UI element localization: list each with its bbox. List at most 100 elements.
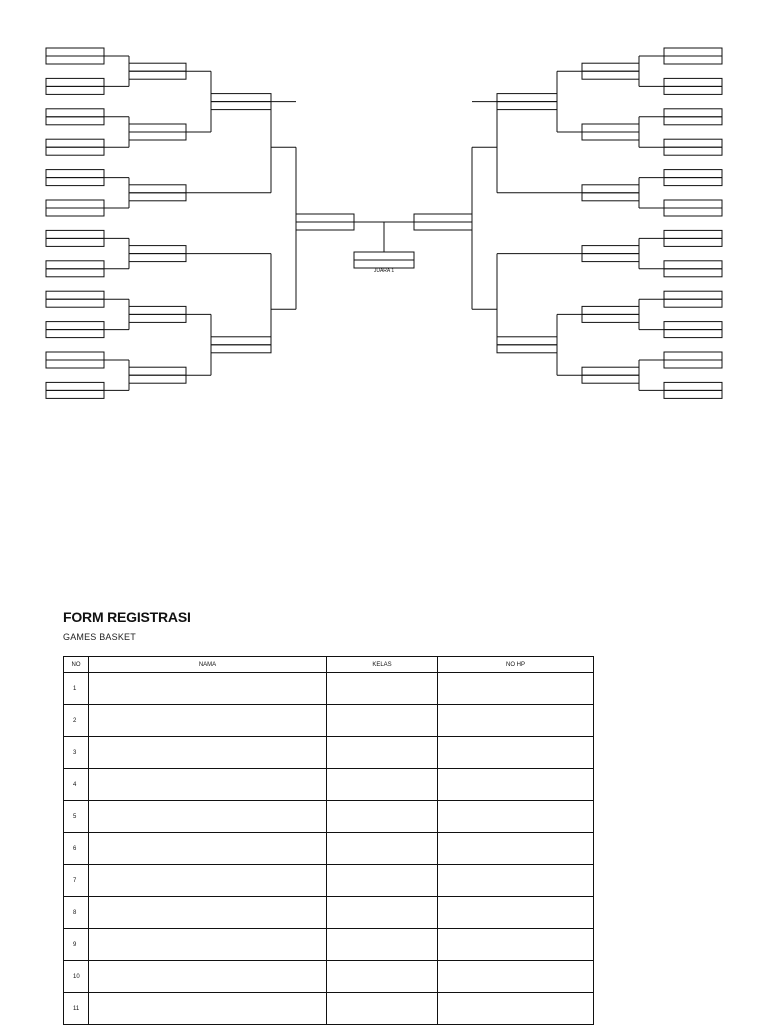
nama-cell[interactable] (88, 672, 327, 705)
no-hp-cell[interactable] (437, 832, 594, 865)
bracket-slot-round-1 (663, 229, 723, 239)
bracket-slot-round-1 (45, 146, 105, 156)
row-number: 1 (63, 672, 89, 705)
bracket-slot-round-1 (663, 321, 723, 331)
kelas-cell[interactable] (326, 704, 438, 737)
bracket-slot-round-2 (581, 123, 640, 133)
bracket-slot-semifinal (295, 213, 355, 223)
no-hp-cell[interactable] (437, 992, 594, 1025)
bracket-slot-round-1 (45, 177, 105, 187)
bracket-slot-round-2 (581, 305, 640, 315)
table-row: 3 (63, 736, 594, 769)
bracket-slot-round-1 (45, 108, 105, 118)
kelas-cell[interactable] (326, 960, 438, 993)
bracket-slot-round-1 (45, 237, 105, 247)
bracket-slot-round-2 (128, 374, 187, 384)
bracket-slot-round-2 (581, 131, 640, 141)
kelas-cell[interactable] (326, 864, 438, 897)
row-number: 4 (63, 768, 89, 801)
bracket-slot-round-1 (663, 237, 723, 247)
nama-cell[interactable] (88, 864, 327, 897)
bracket-slot-round-1 (663, 55, 723, 65)
table-row: 6 (63, 832, 594, 865)
column-header-nama: NAMA (88, 656, 327, 673)
row-number: 6 (63, 832, 89, 865)
table-row: 11 (63, 992, 594, 1025)
kelas-cell[interactable] (326, 992, 438, 1025)
nama-cell[interactable] (88, 992, 327, 1025)
bracket-slot-round-1 (663, 351, 723, 361)
row-number: 7 (63, 864, 89, 897)
bracket-slot-round-1 (45, 298, 105, 308)
table-row: 2 (63, 704, 594, 737)
no-hp-cell[interactable] (437, 736, 594, 769)
nama-cell[interactable] (88, 768, 327, 801)
bracket-slot-round-1 (45, 381, 105, 391)
bracket-slot-round-3 (210, 101, 272, 111)
bracket-slot-round-1 (663, 77, 723, 87)
bracket-slot-round-1 (45, 207, 105, 217)
bracket-slot-round-1 (663, 381, 723, 391)
bracket-slot-round-2 (581, 62, 640, 72)
bracket-slot-round-3 (496, 101, 558, 111)
bracket-slot-round-2 (128, 245, 187, 255)
nama-cell[interactable] (88, 960, 327, 993)
bracket-slot-round-1 (663, 260, 723, 270)
no-hp-cell[interactable] (437, 704, 594, 737)
nama-cell[interactable] (88, 736, 327, 769)
no-hp-cell[interactable] (437, 896, 594, 929)
nama-cell[interactable] (88, 704, 327, 737)
bracket-slot-round-2 (581, 184, 640, 194)
registration-table: NO NAMA KELAS NO HP 1 2 3 4 (63, 656, 594, 1025)
table-row: 10 (63, 960, 594, 993)
column-header-kelas: KELAS (326, 656, 438, 673)
bracket-slot-round-1 (663, 290, 723, 300)
nama-cell[interactable] (88, 832, 327, 865)
bracket-slot-round-1 (663, 359, 723, 369)
bracket-slot-round-1 (45, 351, 105, 361)
bracket-slot-round-3 (210, 93, 272, 103)
kelas-cell[interactable] (326, 736, 438, 769)
bracket-slot-round-1 (45, 116, 105, 126)
champion-slot (353, 259, 415, 269)
bracket-slot-semifinal (295, 221, 355, 231)
kelas-cell[interactable] (326, 896, 438, 929)
bracket-slot-round-1 (45, 169, 105, 179)
bracket-slot-round-1 (663, 146, 723, 156)
no-hp-cell[interactable] (437, 800, 594, 833)
no-hp-cell[interactable] (437, 928, 594, 961)
nama-cell[interactable] (88, 800, 327, 833)
row-number: 3 (63, 736, 89, 769)
bracket-slot-round-1 (663, 138, 723, 148)
table-header-row: NO NAMA KELAS NO HP (63, 656, 594, 673)
bracket-slot-round-2 (581, 374, 640, 384)
nama-cell[interactable] (88, 928, 327, 961)
nama-cell[interactable] (88, 896, 327, 929)
bracket-slot-round-2 (581, 366, 640, 376)
bracket-slot-round-1 (45, 47, 105, 57)
no-hp-cell[interactable] (437, 768, 594, 801)
kelas-cell[interactable] (326, 928, 438, 961)
kelas-cell[interactable] (326, 768, 438, 801)
bracket-slot-round-2 (128, 313, 187, 323)
bracket-slot-round-1 (663, 268, 723, 278)
bracket-slot-round-2 (128, 192, 187, 202)
bracket-slot-round-1 (45, 329, 105, 339)
row-number: 10 (63, 960, 89, 993)
no-hp-cell[interactable] (437, 672, 594, 705)
no-hp-cell[interactable] (437, 864, 594, 897)
bracket-slot-semifinal (413, 213, 473, 223)
row-number: 5 (63, 800, 89, 833)
kelas-cell[interactable] (326, 800, 438, 833)
row-number: 9 (63, 928, 89, 961)
bracket-slot-round-2 (128, 123, 187, 133)
bracket-slot-round-3 (210, 344, 272, 354)
bracket-slot-round-2 (128, 62, 187, 72)
kelas-cell[interactable] (326, 832, 438, 865)
no-hp-cell[interactable] (437, 960, 594, 993)
bracket-slot-round-1 (663, 298, 723, 308)
bracket-slot-round-1 (663, 389, 723, 399)
kelas-cell[interactable] (326, 672, 438, 705)
bracket-slot-round-1 (663, 169, 723, 179)
bracket-slot-round-2 (128, 305, 187, 315)
